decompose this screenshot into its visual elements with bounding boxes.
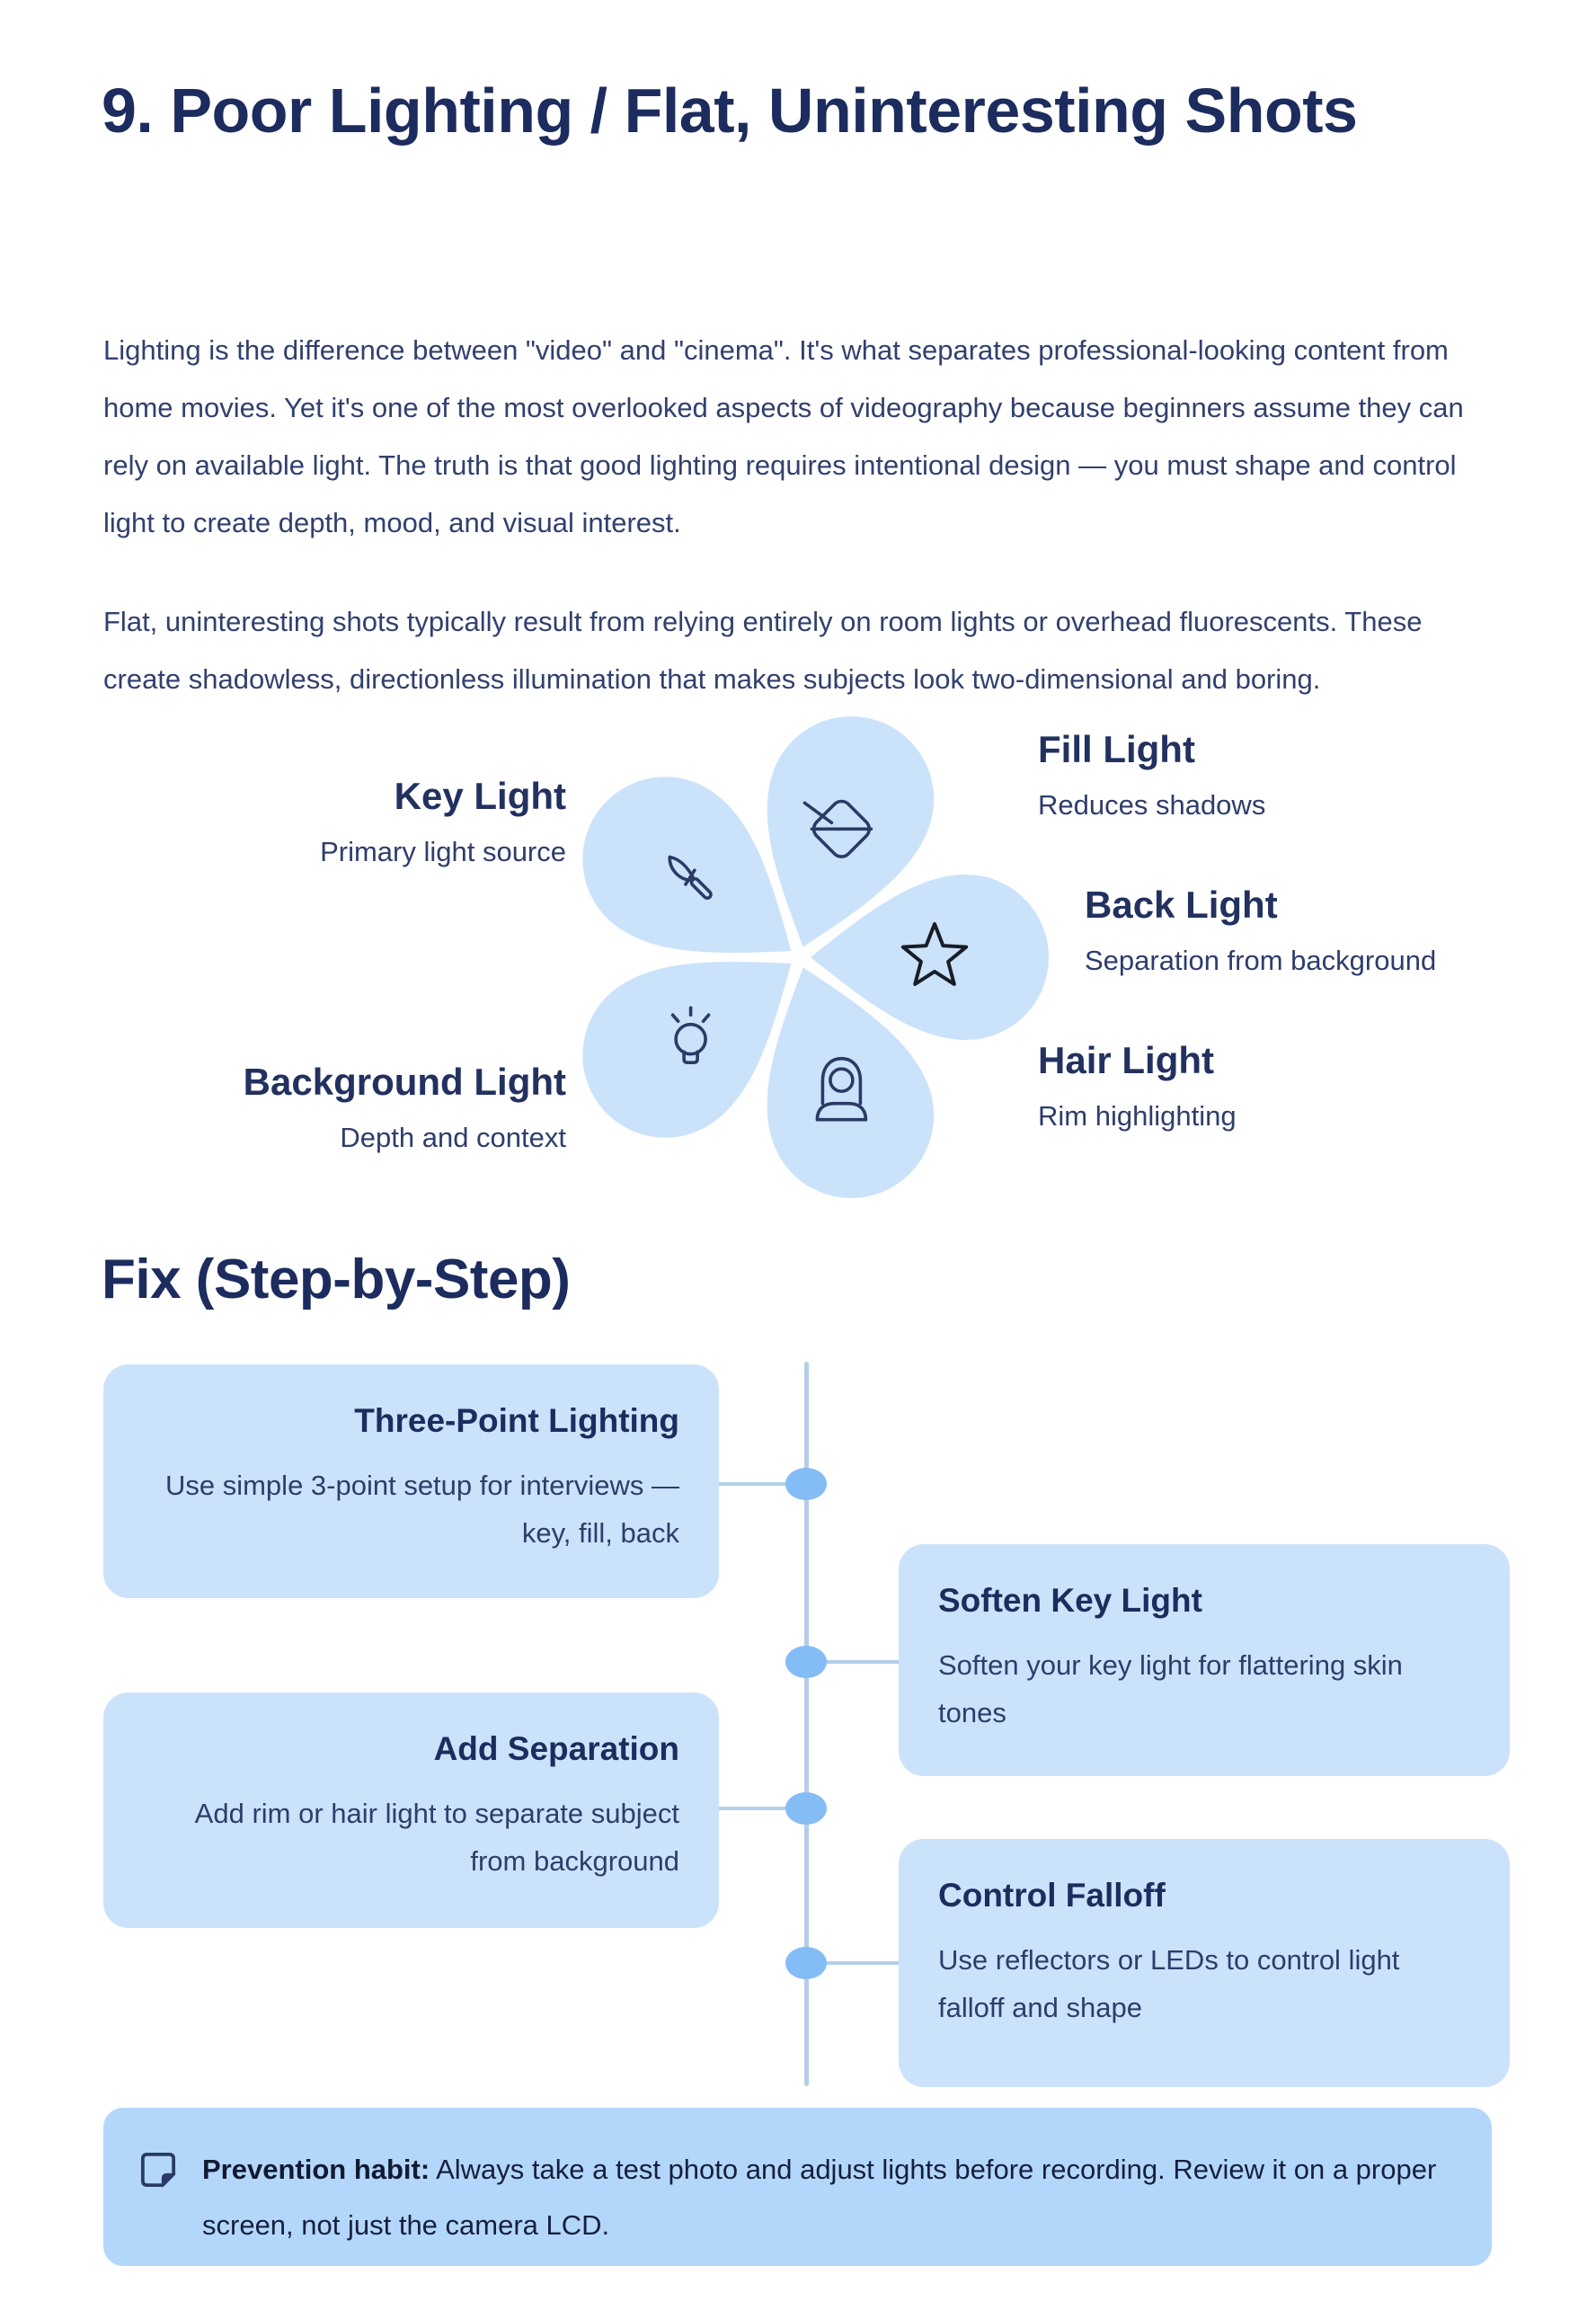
- back-light-title: Back Light: [1085, 884, 1278, 926]
- timeline-dot: [785, 1468, 827, 1500]
- timeline-dot: [785, 1792, 827, 1825]
- gem-icon: [802, 799, 873, 858]
- step-card-three-point-lighting: Three-Point Lighting Use simple 3-point …: [103, 1364, 719, 1598]
- key-light-desc: Primary light source: [320, 836, 566, 867]
- timeline-connector: [806, 1961, 900, 1965]
- key-light-title: Key Light: [394, 775, 566, 817]
- step-card-desc: Soften your key light for flattering ski…: [938, 1649, 1403, 1728]
- prevention-callout-text: Prevention habit: Always take a test pho…: [202, 2142, 1451, 2253]
- background-light-desc: Depth and context: [340, 1122, 566, 1153]
- step-card-title: Control Falloff: [938, 1877, 1166, 1914]
- timeline-connector: [717, 1807, 807, 1810]
- hair-light-desc: Rim highlighting: [1038, 1100, 1237, 1132]
- back-light-desc: Separation from background: [1085, 945, 1437, 976]
- step-card-soften-key-light: Soften Key Light Soften your key light f…: [899, 1544, 1510, 1776]
- step-card-desc: Use simple 3-point setup for interviews …: [164, 1470, 679, 1549]
- diagram-label-hair-light: Hair Light Rim highlighting: [1038, 1039, 1487, 1133]
- timeline-dot: [785, 1646, 827, 1678]
- step-card-title: Soften Key Light: [938, 1582, 1202, 1619]
- lighting-flower-diagram: [582, 716, 1049, 1198]
- step-card-add-separation: Add Separation Add rim or hair light to …: [103, 1692, 719, 1928]
- intro-paragraph-2: Flat, uninteresting shots typically resu…: [103, 606, 1423, 695]
- step-card-title: Three-Point Lighting: [354, 1402, 679, 1439]
- diagram-label-key-light: Key Light Primary light source: [102, 775, 566, 868]
- petals: [582, 716, 1049, 1198]
- diagram-label-fill-light: Fill Light Reduces shadows: [1038, 728, 1541, 822]
- timeline-connector: [806, 1660, 900, 1664]
- step-card-desc: Add rim or hair light to separate subjec…: [194, 1798, 679, 1877]
- fill-light-title: Fill Light: [1038, 728, 1195, 770]
- diagram-label-back-light: Back Light Separation from background: [1085, 884, 1570, 977]
- timeline-connector: [717, 1482, 807, 1486]
- prevention-callout: Prevention habit: Always take a test pho…: [103, 2108, 1492, 2266]
- note-icon: [140, 2152, 176, 2188]
- woman-icon: [815, 1056, 868, 1122]
- fix-section-heading: Fix (Step-by-Step): [102, 1248, 571, 1310]
- fill-light-desc: Reduces shadows: [1038, 789, 1266, 821]
- hair-light-title: Hair Light: [1038, 1039, 1214, 1081]
- lightbulb-icon: [670, 1006, 711, 1064]
- intro-paragraph-1: Lighting is the difference between "vide…: [103, 334, 1464, 538]
- prevention-callout-label: Prevention habit:: [202, 2154, 430, 2185]
- step-card-desc: Use reflectors or LEDs to control light …: [938, 1944, 1400, 2023]
- timeline-line: [804, 1362, 809, 2086]
- diagram-label-background-light: Background Light Depth and context: [102, 1061, 566, 1154]
- step-card-control-falloff: Control Falloff Use reflectors or LEDs t…: [899, 1839, 1510, 2087]
- timeline-dot: [785, 1947, 827, 1979]
- knife-icon: [668, 855, 713, 900]
- background-light-title: Background Light: [243, 1061, 566, 1103]
- prevention-callout-body: Always take a test photo and adjust ligh…: [202, 2154, 1437, 2241]
- page-title: 9. Poor Lighting / Flat, Uninteresting S…: [102, 76, 1358, 146]
- step-card-title: Add Separation: [433, 1730, 679, 1767]
- star-icon: [900, 922, 969, 986]
